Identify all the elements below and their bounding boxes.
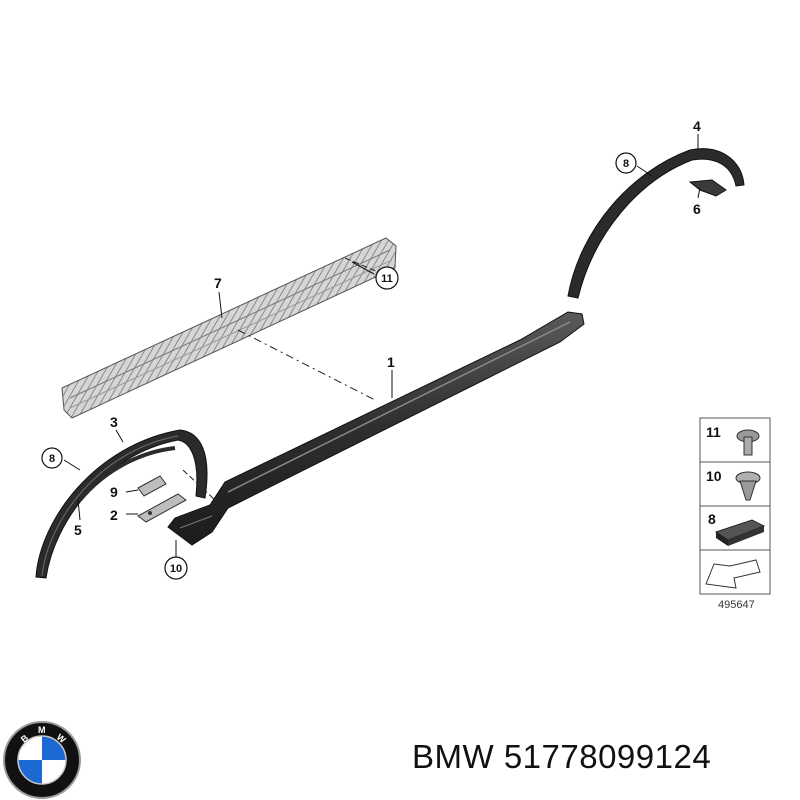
- svg-text:8: 8: [49, 453, 55, 465]
- leader-lines: [63, 134, 701, 558]
- callout-9: 9: [110, 484, 118, 500]
- expanding-nut-icon: [735, 471, 761, 501]
- callout-circle-11: 11: [375, 266, 399, 290]
- assembly-guide-line: [237, 329, 376, 401]
- callout-5: 5: [74, 522, 82, 538]
- svg-text:10: 10: [170, 563, 182, 575]
- rear-wheel-arch-trim: [567, 148, 745, 299]
- callout-circle-8-front: 8: [41, 447, 63, 469]
- assembly-guide-line: [344, 257, 379, 273]
- bolt-icon: [736, 429, 760, 456]
- bracket-9-part: [137, 475, 167, 497]
- callout-4: 4: [693, 118, 701, 134]
- callout-circle-10: 10: [164, 556, 188, 580]
- callout-7: 7: [214, 275, 222, 291]
- direction-arrow-icon: [705, 559, 761, 589]
- svg-text:M: M: [38, 725, 46, 735]
- callout-3: 3: [110, 414, 118, 430]
- front-arch-seal-part: [78, 446, 176, 502]
- legend-item-8: 8: [708, 511, 716, 527]
- part-number-caption: BMW 51778099124: [412, 738, 712, 775]
- adhesive-pad-icon: [714, 519, 766, 546]
- svg-text:8: 8: [623, 158, 629, 170]
- front-wheel-arch-trim: [35, 429, 208, 579]
- bracket-2-part: [137, 493, 187, 523]
- svg-text:B: B: [19, 732, 31, 744]
- svg-text:11: 11: [381, 273, 393, 285]
- side-sill-part: [167, 311, 585, 546]
- callout-1: 1: [387, 354, 395, 370]
- fastener-legend: 11 10 8: [699, 417, 771, 595]
- bmw-logo: B M W: [3, 721, 81, 799]
- drawing-number: 495647: [718, 599, 755, 611]
- callout-circle-8-rear: 8: [615, 152, 637, 174]
- callout-2: 2: [110, 507, 118, 523]
- legend-item-10: 10: [706, 468, 722, 484]
- reinforcement-rail-part: [61, 237, 397, 419]
- clip-6-part: [688, 179, 727, 197]
- legend-item-11: 11: [706, 424, 721, 440]
- callout-6: 6: [693, 201, 701, 217]
